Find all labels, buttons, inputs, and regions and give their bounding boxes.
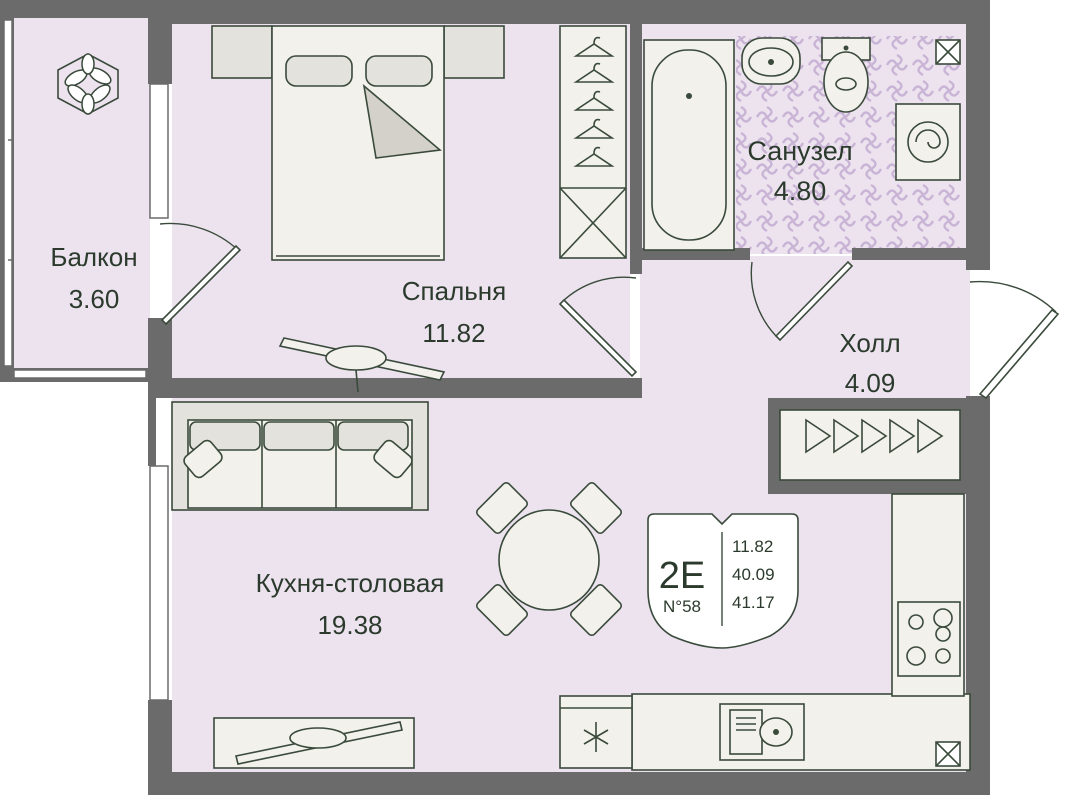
pillow-right (365, 55, 433, 87)
bathtub (643, 39, 735, 251)
wall-balcony-top (0, 0, 150, 18)
bedroom-name: Спальня (402, 276, 506, 306)
ventilation-shaft-icon (935, 741, 961, 767)
kitchen-bench (213, 717, 415, 769)
fridge-icon (559, 695, 633, 769)
hanger-icon (573, 36, 615, 167)
sink-icon (719, 703, 805, 761)
hob-icon (897, 601, 961, 677)
door-bathroom (750, 260, 854, 342)
bathroom-sink (741, 37, 801, 85)
doors (159, 222, 1060, 400)
wall-left-bottom (148, 700, 172, 795)
door-entrance (969, 280, 1060, 400)
toilet (821, 37, 871, 113)
badge-apartment-type: 2E (659, 555, 705, 597)
window-bedroom (149, 83, 169, 219)
dining-table (475, 481, 623, 637)
badge-living-area: 11.82 (732, 537, 773, 556)
washing-machine-icon (895, 103, 961, 181)
bathroom-name: Санузел (747, 136, 852, 166)
wall-left-upper (148, 0, 172, 84)
window-balcony-left (3, 19, 13, 367)
wall-bottom (148, 772, 990, 795)
door-bedroom (558, 276, 638, 378)
hall-wardrobe (779, 409, 961, 481)
window-kitchen (149, 465, 169, 701)
windows (3, 19, 169, 701)
nightstand-left (211, 25, 273, 79)
wall-bedroom-right (630, 24, 642, 274)
hall-area: 4.09 (845, 368, 896, 398)
blanket-fold (362, 83, 442, 159)
wall-top (148, 0, 990, 24)
kitchen-area: 19.38 (317, 610, 382, 640)
badge-total-area: 40.09 (732, 565, 775, 584)
badge-gross-area: 41.17 (732, 593, 775, 612)
window-balcony-bottom (13, 369, 147, 379)
balcony-name: Балкон (50, 242, 137, 272)
door-balcony (159, 222, 242, 326)
bathroom-area: 4.80 (774, 176, 827, 206)
wall-bedroom-bottom (148, 378, 640, 398)
bedroom-wardrobe (559, 25, 627, 259)
balcony-area: 3.60 (69, 284, 120, 314)
sofa (171, 401, 429, 511)
bed (211, 25, 505, 261)
nightstand-right (443, 25, 505, 79)
plant-icon (57, 53, 119, 115)
hall-name: Холл (839, 328, 900, 358)
wall-bath-bottom2 (852, 248, 970, 260)
pillow-left (285, 55, 353, 87)
badge-apartment-number: N°58 (663, 597, 701, 616)
kitchen-name: Кухня-столовая (256, 568, 445, 598)
wall-right (966, 0, 990, 270)
badge-shape (647, 513, 799, 649)
bedroom-area: 11.82 (422, 318, 485, 348)
wall-bedroom-right-low (630, 378, 642, 398)
wall-bath-bottom (630, 248, 750, 260)
bedroom-desk (278, 337, 446, 393)
ventilation-shaft-icon (935, 39, 961, 65)
apartment-badge: 2E N°58 11.82 40.09 41.17 (647, 513, 799, 649)
hanger-icon (805, 418, 944, 454)
wall-left-lower (148, 398, 156, 466)
